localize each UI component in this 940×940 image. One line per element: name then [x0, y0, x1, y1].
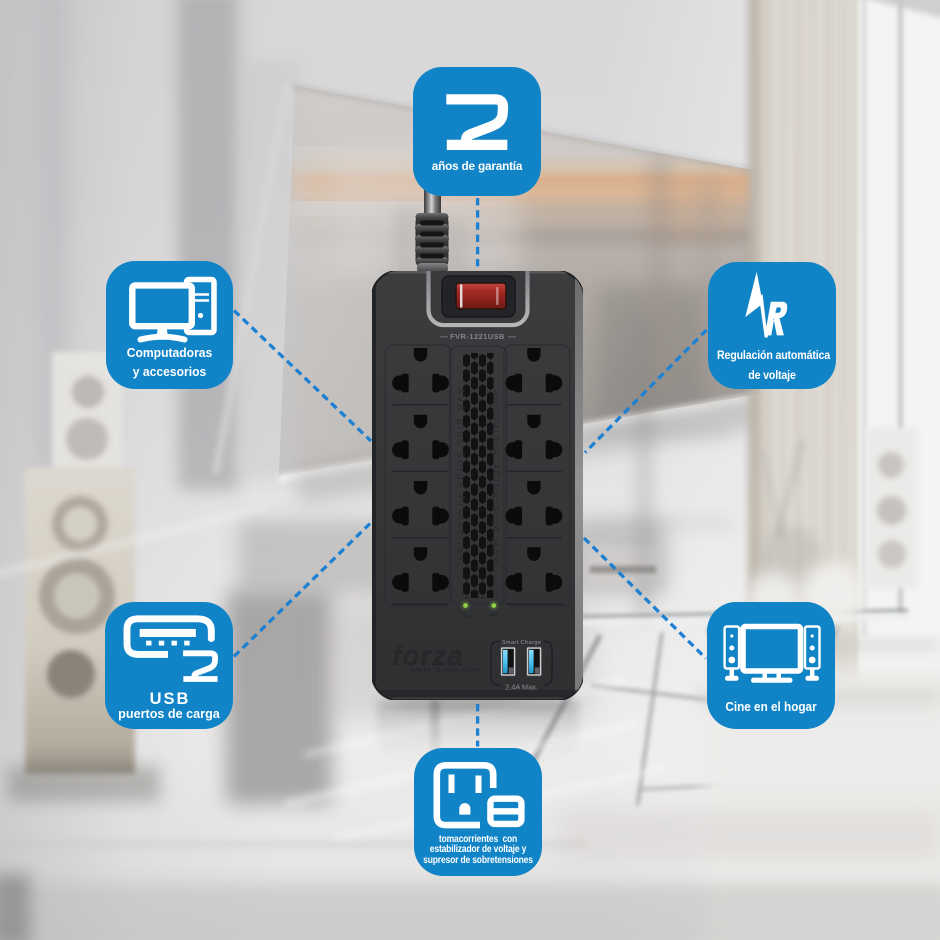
svg-text:FVR-1221USB: FVR-1221USB	[450, 332, 505, 341]
svg-text:forza: forza	[392, 640, 464, 671]
svg-text:AVR plus Surge Protection: AVR plus Surge Protection	[491, 387, 502, 563]
svg-text:forza: forza	[392, 639, 464, 670]
svg-text:forza: forza	[392, 639, 464, 670]
svg-text:POWER TECHNOLOGIES: POWER TECHNOLOGIES	[410, 668, 482, 673]
svg-text:2.4A Max.: 2.4A Max.	[505, 682, 538, 691]
svg-text:Smart Charge: Smart Charge	[502, 640, 542, 646]
svg-text:AVR plus Surge Protection: AVR plus Surge Protection	[455, 387, 466, 563]
